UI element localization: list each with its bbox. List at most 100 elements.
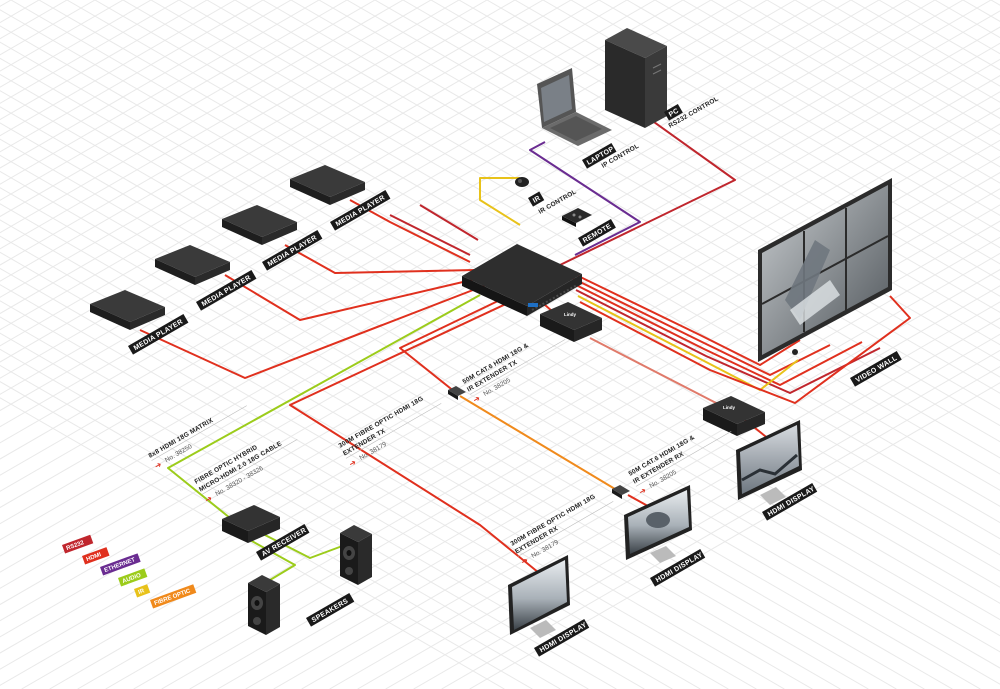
tag-ir: IR (528, 191, 545, 207)
grid-line (245, 252, 1000, 689)
grid-line (0, 0, 628, 363)
cable-wall-hdmi-4 (575, 289, 881, 394)
grid-line (570, 0, 1000, 249)
grid-line (49, 139, 1000, 689)
cable-wall-hdmi-1 (569, 271, 801, 366)
svg-text:IR: IR (138, 588, 146, 596)
grid-line (105, 172, 1000, 689)
fibre-extender-tx (448, 386, 466, 400)
speaker-left (248, 575, 280, 635)
grid-line (0, 0, 432, 250)
grid-line (0, 0, 600, 347)
grid-line (486, 0, 1000, 297)
svg-text:➔: ➔ (348, 457, 359, 468)
cat6-extender-rx: Lindy (703, 396, 765, 436)
legend-item-ir: IR (134, 584, 151, 598)
grid-line (990, 0, 1000, 6)
grid-line (0, 0, 460, 266)
cable-mp-rs232 (389, 214, 471, 256)
media-player-4 (290, 165, 365, 205)
grid-line (626, 0, 1000, 216)
grid-line (234, 0, 1000, 443)
legend-item-audio: AUDIO (117, 568, 148, 587)
grid-line (514, 0, 1000, 281)
media-player-1 (90, 290, 165, 330)
grid-line (0, 0, 516, 298)
grid-line (542, 0, 1000, 265)
rx-logo: Lindy (723, 405, 735, 410)
grid-line (0, 0, 544, 315)
cable-matrix-display1 (289, 301, 561, 591)
grid-line (217, 236, 1000, 689)
grid-line (94, 0, 1000, 524)
grid-line (934, 0, 1000, 39)
cable-wall-ir (577, 295, 799, 391)
hdmi-matrix (462, 244, 582, 316)
grid-line (0, 0, 488, 282)
laptop (537, 68, 612, 146)
grid-line (441, 366, 1000, 689)
cable-mp3-hdmi (284, 244, 476, 274)
grid-line (0, 154, 925, 689)
legend-item-hdmi: HDMI (82, 547, 110, 565)
media-player-2 (155, 245, 230, 285)
cable-matrix-fibre-tx (399, 299, 501, 393)
svg-text:IR: IR (532, 195, 542, 205)
svg-text:➔: ➔ (204, 493, 215, 504)
grid-line (290, 0, 1000, 410)
grid-line (766, 0, 1000, 136)
video-wall-ir-receiver (792, 349, 798, 355)
svg-text:SPEAKERS: SPEAKERS (311, 598, 350, 625)
grid-line (374, 0, 1000, 362)
grid-line (273, 269, 1000, 689)
svg-text:HDMI: HDMI (86, 552, 103, 563)
grid-line (0, 0, 348, 201)
grid-line (66, 0, 1000, 540)
grid-line (738, 0, 1000, 152)
cable-mp2-hdmi (224, 274, 481, 321)
remote-control (562, 208, 592, 227)
cable-mp-rs232-b (419, 204, 479, 241)
grid-line (0, 0, 656, 379)
grid-line (150, 0, 1000, 491)
svg-text:➔: ➔ (520, 555, 531, 566)
grid-line (710, 0, 1000, 168)
pc-tower (605, 28, 667, 128)
cat6-extender-tx: Lindy (540, 302, 602, 342)
grid-line (262, 0, 1000, 427)
grid-line (0, 0, 796, 460)
legend-item-fibre-optic: FIBRE OPTIC (150, 584, 197, 609)
cable-pc-rs232 (559, 111, 736, 266)
grid-line (38, 0, 1000, 556)
grid-line (357, 317, 1000, 689)
grid-line (0, 0, 936, 541)
grid-line (0, 0, 684, 395)
svg-text:➔: ➔ (472, 393, 483, 404)
fibre-extender-rx (612, 485, 630, 499)
grid-line (794, 0, 1000, 119)
grid-line (21, 123, 1000, 689)
grid-line (654, 0, 1000, 200)
grid-line (682, 0, 1000, 184)
grid-line (0, 0, 264, 153)
grid-line (0, 0, 404, 234)
grid-line (206, 0, 1000, 459)
grid-line (301, 285, 1000, 689)
grid-line (77, 155, 1000, 689)
grid-line (318, 0, 1000, 394)
